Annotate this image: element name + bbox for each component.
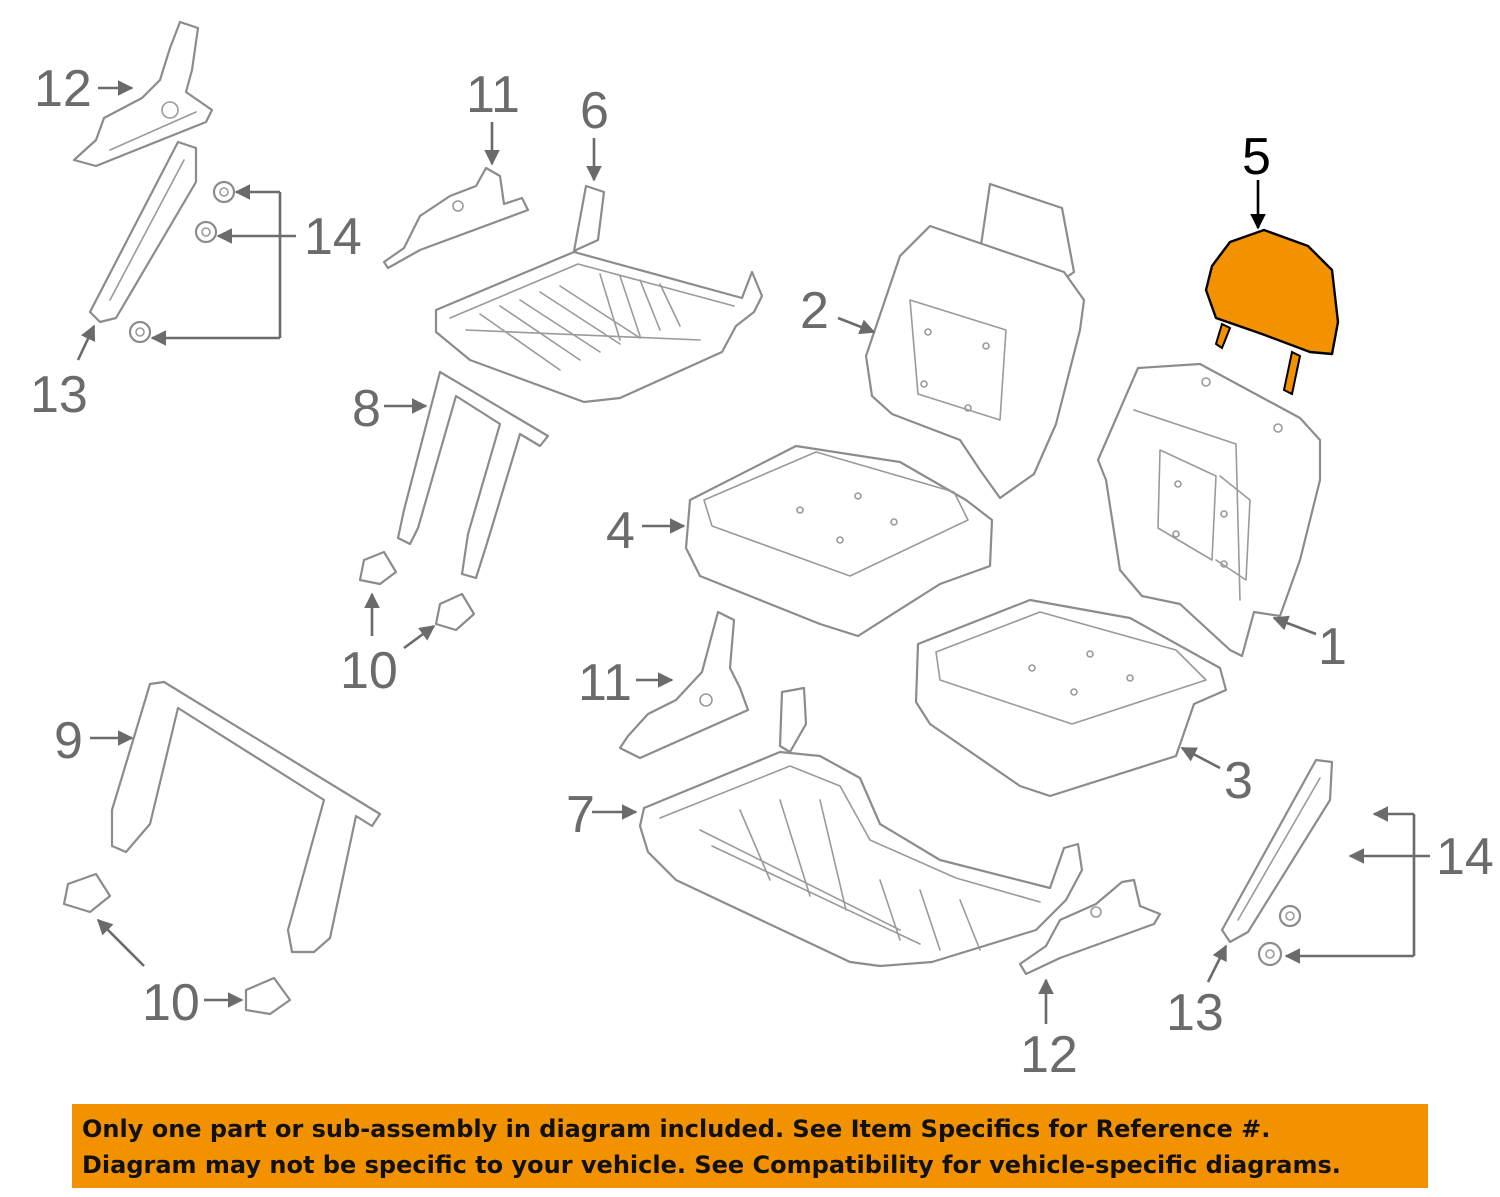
svg-text:7: 7 (566, 786, 595, 844)
callout-8: 8 (352, 380, 381, 438)
callout-11-lower: 11 (578, 654, 632, 712)
svg-text:13: 13 (30, 366, 88, 424)
part-12-hinge-bracket-upper (72, 20, 214, 168)
callout-10-upper: 10 (340, 642, 398, 700)
svg-text:2: 2 (800, 282, 829, 340)
part-6-seat-frame-upper (434, 184, 764, 404)
part-11-hinge-bracket-lower (618, 610, 750, 760)
part-13-side-trim-left (88, 140, 198, 324)
part-4-seat-cushion (684, 444, 994, 638)
svg-text:8: 8 (352, 380, 381, 438)
svg-text:10: 10 (142, 974, 200, 1032)
callout-12-lower: 12 (1020, 1026, 1078, 1084)
svg-text:9: 9 (54, 712, 83, 770)
part-11-hinge-bracket-upper (382, 166, 530, 270)
callout-4: 4 (606, 502, 635, 560)
part-3-seat-cushion (914, 598, 1228, 798)
part-7-seat-frame-lower (638, 686, 1084, 968)
part-13-side-trim-right (1220, 758, 1334, 944)
svg-text:12: 12 (34, 60, 92, 118)
callout-10-lower: 10 (142, 974, 200, 1032)
callout-1: 1 (1318, 618, 1347, 676)
callout-5: 5 (1242, 128, 1271, 186)
callout-14-upper: 14 (304, 208, 362, 266)
part-9-seat-frame-legs (110, 680, 382, 954)
svg-text:11: 11 (466, 66, 520, 124)
callout-13-upper: 13 (30, 366, 88, 424)
svg-text:1: 1 (1318, 618, 1347, 676)
callout-9: 9 (54, 712, 83, 770)
svg-text:14: 14 (304, 208, 362, 266)
part-14-nuts-right (1257, 904, 1302, 967)
disclaimer-line-1: Only one part or sub-assembly in diagram… (82, 1115, 1271, 1143)
svg-text:3: 3 (1224, 752, 1253, 810)
callout-12-upper: 12 (34, 60, 92, 118)
part-5-headrest-highlighted (1204, 228, 1340, 396)
part-1-seat-back (1096, 362, 1322, 658)
svg-text:11: 11 (578, 654, 632, 712)
svg-text:10: 10 (340, 642, 398, 700)
callout-3: 3 (1224, 752, 1253, 810)
part-8-seat-frame-legs (396, 370, 550, 580)
callout-14-lower: 14 (1436, 828, 1494, 886)
part-2-seat-back (864, 182, 1086, 500)
part-14-nuts-left (128, 180, 236, 344)
svg-text:14: 14 (1436, 828, 1494, 886)
part-12-hinge-bracket-lower (1018, 878, 1162, 976)
callout-11-upper: 11 (466, 66, 520, 124)
svg-text:12: 12 (1020, 1026, 1078, 1084)
disclaimer-banner: Only one part or sub-assembly in diagram… (72, 1104, 1428, 1188)
callout-13-lower: 13 (1166, 984, 1224, 1042)
callout-2: 2 (800, 282, 829, 340)
disclaimer-line-2: Diagram may not be specific to your vehi… (82, 1151, 1341, 1179)
callout-leaders (76, 80, 1430, 1024)
svg-text:13: 13 (1166, 984, 1224, 1042)
callout-6: 6 (580, 82, 609, 140)
callout-7: 7 (566, 786, 595, 844)
svg-text:5: 5 (1242, 128, 1271, 186)
svg-text:4: 4 (606, 502, 635, 560)
part-10-clips-lower (62, 872, 292, 1016)
part-10-clips-upper (358, 550, 476, 632)
svg-text:6: 6 (580, 82, 609, 140)
